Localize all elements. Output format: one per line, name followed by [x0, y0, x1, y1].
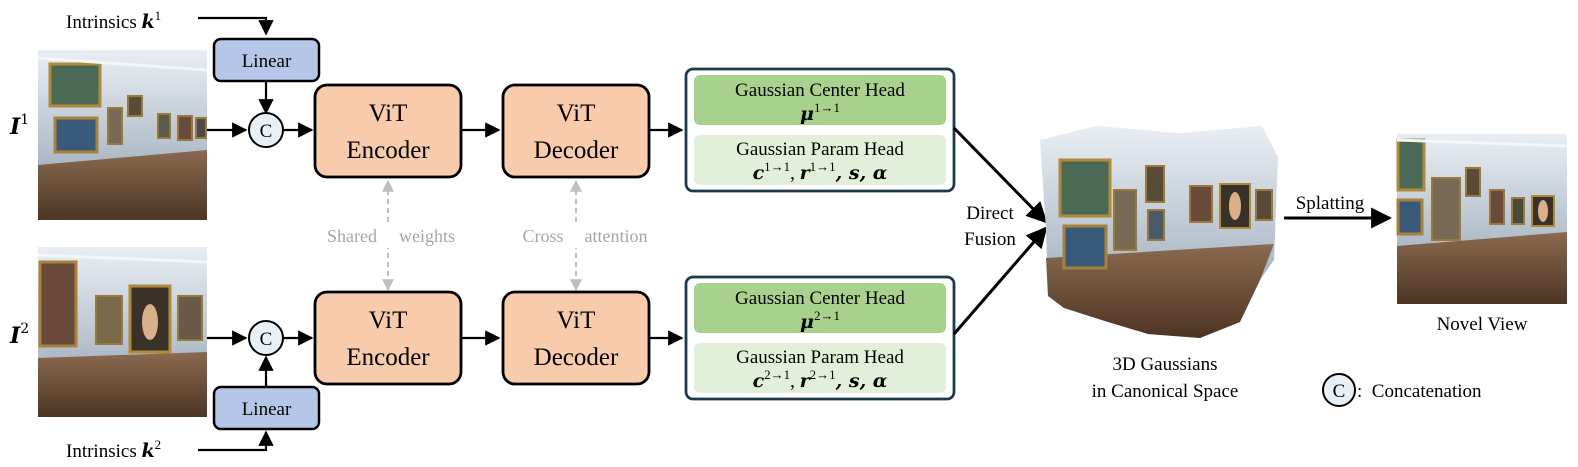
- gaussians-render: [1040, 126, 1278, 338]
- gaussian-param-head-2: [694, 343, 946, 393]
- legend-concat-text: : Concatenation: [1357, 381, 1482, 402]
- image-1-label: I1: [9, 112, 29, 140]
- param-head-1-symbols: c1→1, r1→1, s, α: [753, 159, 888, 184]
- param-head-2-title: Gaussian Param Head: [736, 347, 904, 368]
- cross-attention-label-b: attention: [585, 226, 648, 246]
- gaussian-center-head-1: [694, 75, 946, 125]
- intrinsics-2-label: Intrinsics k2: [66, 437, 161, 462]
- center-head-1-symbol: μ1→1: [800, 100, 840, 125]
- novel-view-image: [1396, 134, 1568, 304]
- vit-decoder-1-line2: Decoder: [534, 137, 619, 164]
- center-head-2-symbol: μ2→1: [800, 308, 840, 333]
- shared-weights-label-b: weights: [399, 226, 455, 246]
- concat-node-1-label: C: [260, 121, 273, 142]
- concat-node-2-label: C: [260, 329, 273, 350]
- param-head-1-title: Gaussian Param Head: [736, 139, 904, 160]
- param-head-2-symbols: c2→1, r2→1, s, α: [753, 367, 888, 392]
- linear-block-2-label: Linear: [242, 399, 292, 420]
- vit-encoder-2-line2: Encoder: [346, 344, 430, 371]
- vit-decoder-1-line1: ViT: [557, 100, 596, 127]
- heads-group-2: Gaussian Center Head μ2→1 Gaussian Param…: [684, 275, 956, 401]
- novel-view-caption: Novel View: [1437, 314, 1528, 335]
- vit-decoder-2-line1: ViT: [557, 307, 596, 334]
- vit-decoder-2-line2: Decoder: [534, 344, 619, 371]
- vit-encoder-1-line1: ViT: [369, 100, 408, 127]
- gaussians-caption-line2: in Canonical Space: [1092, 381, 1239, 402]
- gaussians-caption-line1: 3D Gaussians: [1112, 354, 1217, 375]
- vit-encoder-2-line1: ViT: [369, 307, 408, 334]
- center-head-1-title: Gaussian Center Head: [735, 80, 905, 101]
- vit-encoder-1-line2: Encoder: [346, 137, 430, 164]
- intrinsics-1-label: Intrinsics k1: [66, 8, 161, 33]
- intrinsics-2-arrow: [198, 430, 274, 452]
- fusion-arrow-bottom: [952, 226, 1048, 335]
- fusion-label-line1: Direct: [966, 203, 1014, 224]
- fusion-arrow-top: [952, 126, 1048, 224]
- legend-concat-icon: [1322, 373, 1356, 407]
- image-2-label: I2: [9, 321, 29, 349]
- splatting-label: Splatting: [1296, 193, 1365, 214]
- input-image-1: [37, 50, 208, 220]
- heads-group-1: Gaussian Center Head μ1→1 Gaussian Param…: [684, 67, 956, 193]
- legend: C : Concatenation: [1322, 373, 1482, 407]
- gaussian-param-head-1: [694, 135, 946, 185]
- intrinsics-1-arrow: [198, 16, 274, 36]
- fusion-label-line2: Fusion: [964, 229, 1016, 250]
- input-image-2: [37, 247, 208, 417]
- center-head-2-title: Gaussian Center Head: [735, 288, 905, 309]
- legend-concat-symbol: C: [1333, 381, 1346, 402]
- gaussian-center-head-2: [694, 283, 946, 333]
- cross-attention-label-a: Cross: [522, 226, 563, 246]
- linear-block-1-label: Linear: [242, 51, 292, 72]
- shared-weights-label-a: Shared: [327, 226, 377, 246]
